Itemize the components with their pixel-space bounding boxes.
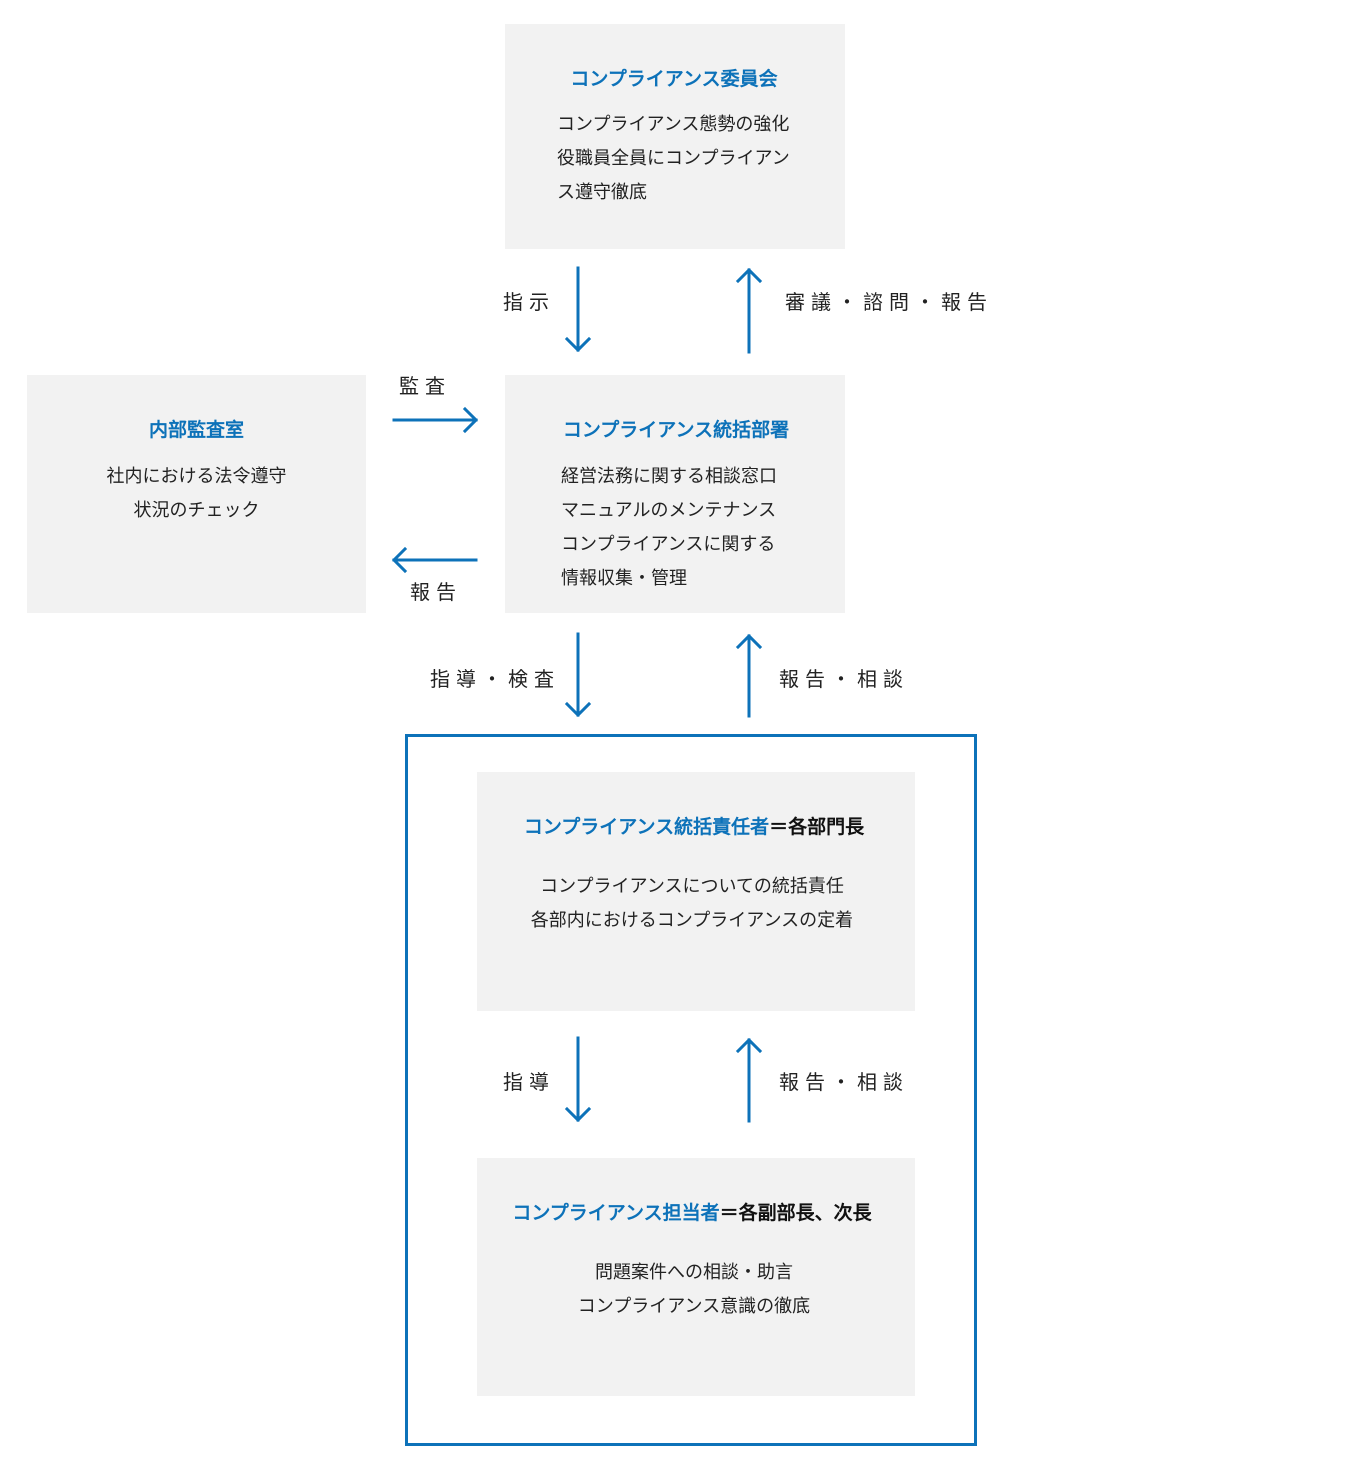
label-report-consult-2: 報告・相談 <box>779 1070 909 1094</box>
manager-title-holder: ＝各部門長 <box>769 816 865 838</box>
committee-box: コンプライアンス委員会 コンプライアンス態勢の強化 役職員全員にコンプライアン … <box>505 24 845 249</box>
officer-line: コンプライアンス意識の徹底 <box>577 1296 811 1317</box>
label-report-left: 報告 <box>410 580 462 604</box>
manager-title-role: コンプライアンス統括責任者 <box>523 816 770 838</box>
audit-office-line: 状況のチェック <box>133 500 260 521</box>
officer-description: 問題案件への相談・助言 コンプライアンス意識の徹底 <box>473 1256 915 1324</box>
dept-box: コンプライアンス統括部署 経営法務に関する相談窓口 マニュアルのメンテナンス コ… <box>505 375 845 613</box>
committee-line: 役職員全員にコンプライアン <box>557 148 790 169</box>
arrow-instruct-down <box>564 266 592 353</box>
arrow-report-consult-up-inner <box>735 1037 763 1123</box>
officer-title-holder: ＝各副部長、次長 <box>719 1202 872 1224</box>
dept-line: 情報収集・管理 <box>561 568 687 589</box>
dept-line: 経営法務に関する相談窓口 <box>561 466 777 487</box>
arrow-report-up <box>735 267 763 354</box>
manager-line: コンプライアンスについての統括責任 <box>540 876 844 897</box>
manager-line: 各部内におけるコンプライアンスの定着 <box>530 910 854 931</box>
arrow-report-left <box>391 546 478 574</box>
arrow-audit-right <box>392 406 479 434</box>
officer-line: 問題案件への相談・助言 <box>595 1262 793 1283</box>
manager-title: コンプライアンス統括責任者＝各部門長 <box>473 812 915 839</box>
officer-title-role: コンプライアンス担当者 <box>512 1202 720 1224</box>
label-deliberation: 審議・諮問・報告 <box>785 290 993 314</box>
committee-line: コンプライアンス態勢の強化 <box>557 114 790 135</box>
department-frame <box>405 734 977 1446</box>
committee-line: ス遵守徹底 <box>557 182 647 203</box>
label-guidance-inspection: 指導・検査 <box>430 667 560 691</box>
dept-title: コンプライアンス統括部署 <box>562 419 790 441</box>
audit-office-line: 社内における法令遵守 <box>106 466 287 487</box>
officer-title: コンプライアンス担当者＝各副部長、次長 <box>469 1198 915 1225</box>
dept-line: コンプライアンスに関する <box>561 534 776 555</box>
manager-description: コンプライアンスについての統括責任 各部内におけるコンプライアンスの定着 <box>469 870 915 938</box>
committee-description: コンプライアンス態勢の強化 役職員全員にコンプライアン ス遵守徹底 <box>557 108 790 210</box>
label-guidance: 指導 <box>503 1070 555 1094</box>
manager-box: コンプライアンス統括責任者＝各部門長 コンプライアンスについての統括責任 各部内… <box>477 772 915 1011</box>
audit-office-title: 内部監査室 <box>148 419 244 441</box>
label-report-consult-1: 報告・相談 <box>779 667 909 691</box>
officer-box: コンプライアンス担当者＝各副部長、次長 問題案件への相談・助言 コンプライアンス… <box>477 1158 915 1396</box>
label-instruct: 指示 <box>503 290 555 314</box>
audit-office-box: 内部監査室 社内における法令遵守 状況のチェック <box>27 375 366 613</box>
dept-description: 経営法務に関する相談窓口 マニュアルのメンテナンス コンプライアンスに関する 情… <box>561 460 777 596</box>
label-audit: 監査 <box>399 374 451 398</box>
arrow-guidance-inspection-down <box>564 632 592 718</box>
arrow-report-consult-up <box>735 633 763 718</box>
committee-title: コンプライアンス委員会 <box>570 68 778 90</box>
dept-line: マニュアルのメンテナンス <box>561 500 777 521</box>
audit-office-description: 社内における法令遵守 状況のチェック <box>27 460 366 528</box>
arrow-guidance-down <box>564 1036 592 1123</box>
